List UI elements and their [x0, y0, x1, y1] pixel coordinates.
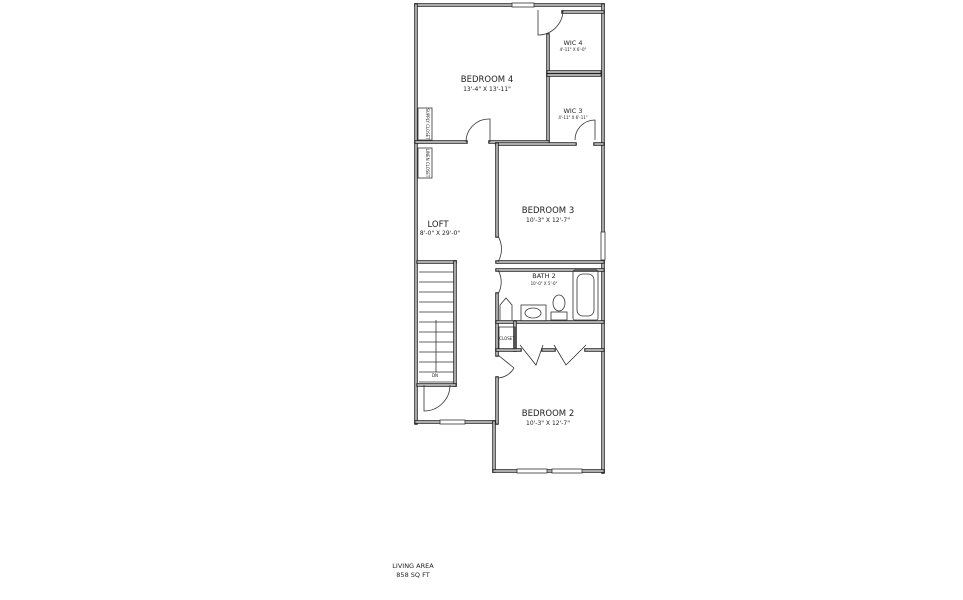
bathtub [572, 269, 599, 321]
toilet-tank [550, 311, 568, 321]
door-swing-bedroom4 [465, 118, 491, 143]
wic4-dims: 4'-11" X 6'-0" [560, 47, 587, 52]
bedroom2-dims: 10'-3" X 12'-7" [526, 420, 570, 427]
bathtub-inner [576, 273, 595, 317]
bath2-name: BATH 2 [532, 272, 555, 280]
window-loft [439, 419, 466, 425]
window-bedroom2-b [551, 468, 583, 474]
bedroom3-dims: 10'-3" X 12'-7" [526, 217, 570, 224]
closet-door-left [519, 344, 544, 366]
window-bedroom2-a [516, 468, 548, 474]
walls [414, 3, 605, 474]
bath2-dims: 10'-0" X 5'-0" [531, 281, 558, 286]
door-swing-stair [423, 384, 451, 412]
living-area-value: 858 SQ FT [396, 571, 429, 579]
linen-closet [417, 147, 433, 179]
vanity [520, 304, 547, 322]
door-swing-bedroom2 [497, 354, 515, 379]
loft-name: LOFT [427, 220, 449, 230]
stairs-dn-label: DN [432, 373, 438, 378]
door-swing-bath2 [497, 269, 502, 295]
living-area-label: LIVING AREA [392, 562, 434, 570]
hall-closet [498, 326, 516, 350]
staircase [419, 271, 454, 383]
linen-closet-label: LINEN CLOSET [425, 149, 430, 178]
loft-dims: 8'-0" X 29'-0" [420, 230, 460, 237]
window-top [511, 2, 535, 8]
bedroom4-name: BEDROOM 4 [461, 75, 513, 85]
linen-door [499, 297, 513, 320]
fixtures [417, 2, 606, 474]
bedroom3-name: BEDROOM 3 [522, 206, 574, 216]
window-bedroom3 [600, 231, 606, 261]
toilet-bowl [552, 294, 566, 312]
wic3-dims: 4'-11" X 6'-11" [558, 115, 587, 120]
wic4-name: WIC 4 [563, 39, 582, 47]
supply-closet [417, 107, 433, 141]
room-labels: BEDROOM 4 13'-4" X 13'-11" WIC 4 4'-11" … [392, 39, 588, 579]
supply-closet-label: SUPPLY CLOSET [425, 108, 430, 140]
wic3-name: WIC 3 [563, 107, 582, 115]
closet-door-right [553, 344, 587, 366]
door-swing-wic4 [537, 9, 564, 36]
door-swing-wic3 [574, 119, 596, 141]
hall-closet-label: CLOSET [499, 336, 515, 341]
bedroom2-name: BEDROOM 2 [522, 409, 574, 419]
door-swing-bedroom3 [497, 235, 502, 263]
sink [524, 307, 542, 319]
bedroom4-dims: 13'-4" X 13'-11" [463, 86, 511, 93]
